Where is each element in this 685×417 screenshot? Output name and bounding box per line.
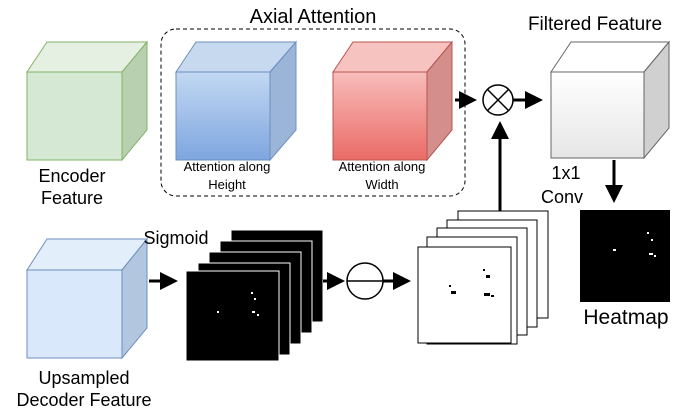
filtered-feature-title: Filtered Feature (528, 14, 662, 35)
axial-attention-group (160, 28, 466, 197)
encoder-feature-label-line1: Encoder (38, 166, 105, 186)
heatmap-label: Heatmap (583, 306, 668, 329)
sigmoid-map-spot (217, 311, 219, 313)
multiply-operator-icon (482, 84, 514, 116)
heatmap-spot (647, 232, 649, 234)
filtered-map-spot (484, 293, 490, 296)
heatmap-spot (613, 249, 616, 251)
conv-label-line1: 1x1 (551, 163, 580, 183)
sigmoid-map-spot (257, 314, 259, 316)
heatmap-spot (654, 255, 656, 257)
attention-width-cube (332, 40, 454, 162)
sigmoid-map-spot (251, 292, 253, 294)
attention-width-label-line1: Attention along (339, 159, 426, 174)
attention-width-label-line2: Width (365, 177, 398, 192)
upsampled-label-line2: Decoder Feature (16, 390, 151, 410)
attention-height-cube (175, 40, 298, 162)
axial-attention-title: Axial Attention (250, 6, 377, 28)
filtered-map-spot (449, 285, 451, 287)
filtered-map-spot (491, 295, 494, 297)
heatmap-image (580, 210, 670, 302)
encoder-feature-cube (26, 40, 149, 162)
conv-label-line2: Conv (541, 187, 583, 207)
heatmap-spot (651, 239, 653, 241)
sigmoid-map-spot (252, 311, 255, 313)
filtered-feature-cube (550, 40, 671, 160)
encoder-feature-label-line2: Feature (41, 188, 103, 208)
attention-height-label-line1: Attention along (184, 159, 271, 174)
sigmoid-map-spot (254, 298, 256, 300)
filtered-map-spot (451, 291, 456, 294)
filtered-map-spot (483, 269, 485, 271)
upsampled-decoder-cube (26, 237, 149, 360)
filtered-map-stack (417, 210, 549, 345)
upsampled-label-line1: Upsampled (38, 368, 129, 388)
attention-height-label-line2: Height (208, 177, 246, 192)
subtract-operator-icon (346, 262, 384, 300)
sigmoid-label: Sigmoid (143, 228, 208, 248)
filtered-map-spot (486, 275, 490, 278)
sigmoid-map-stack (185, 229, 324, 362)
heatmap-spot (649, 253, 653, 255)
